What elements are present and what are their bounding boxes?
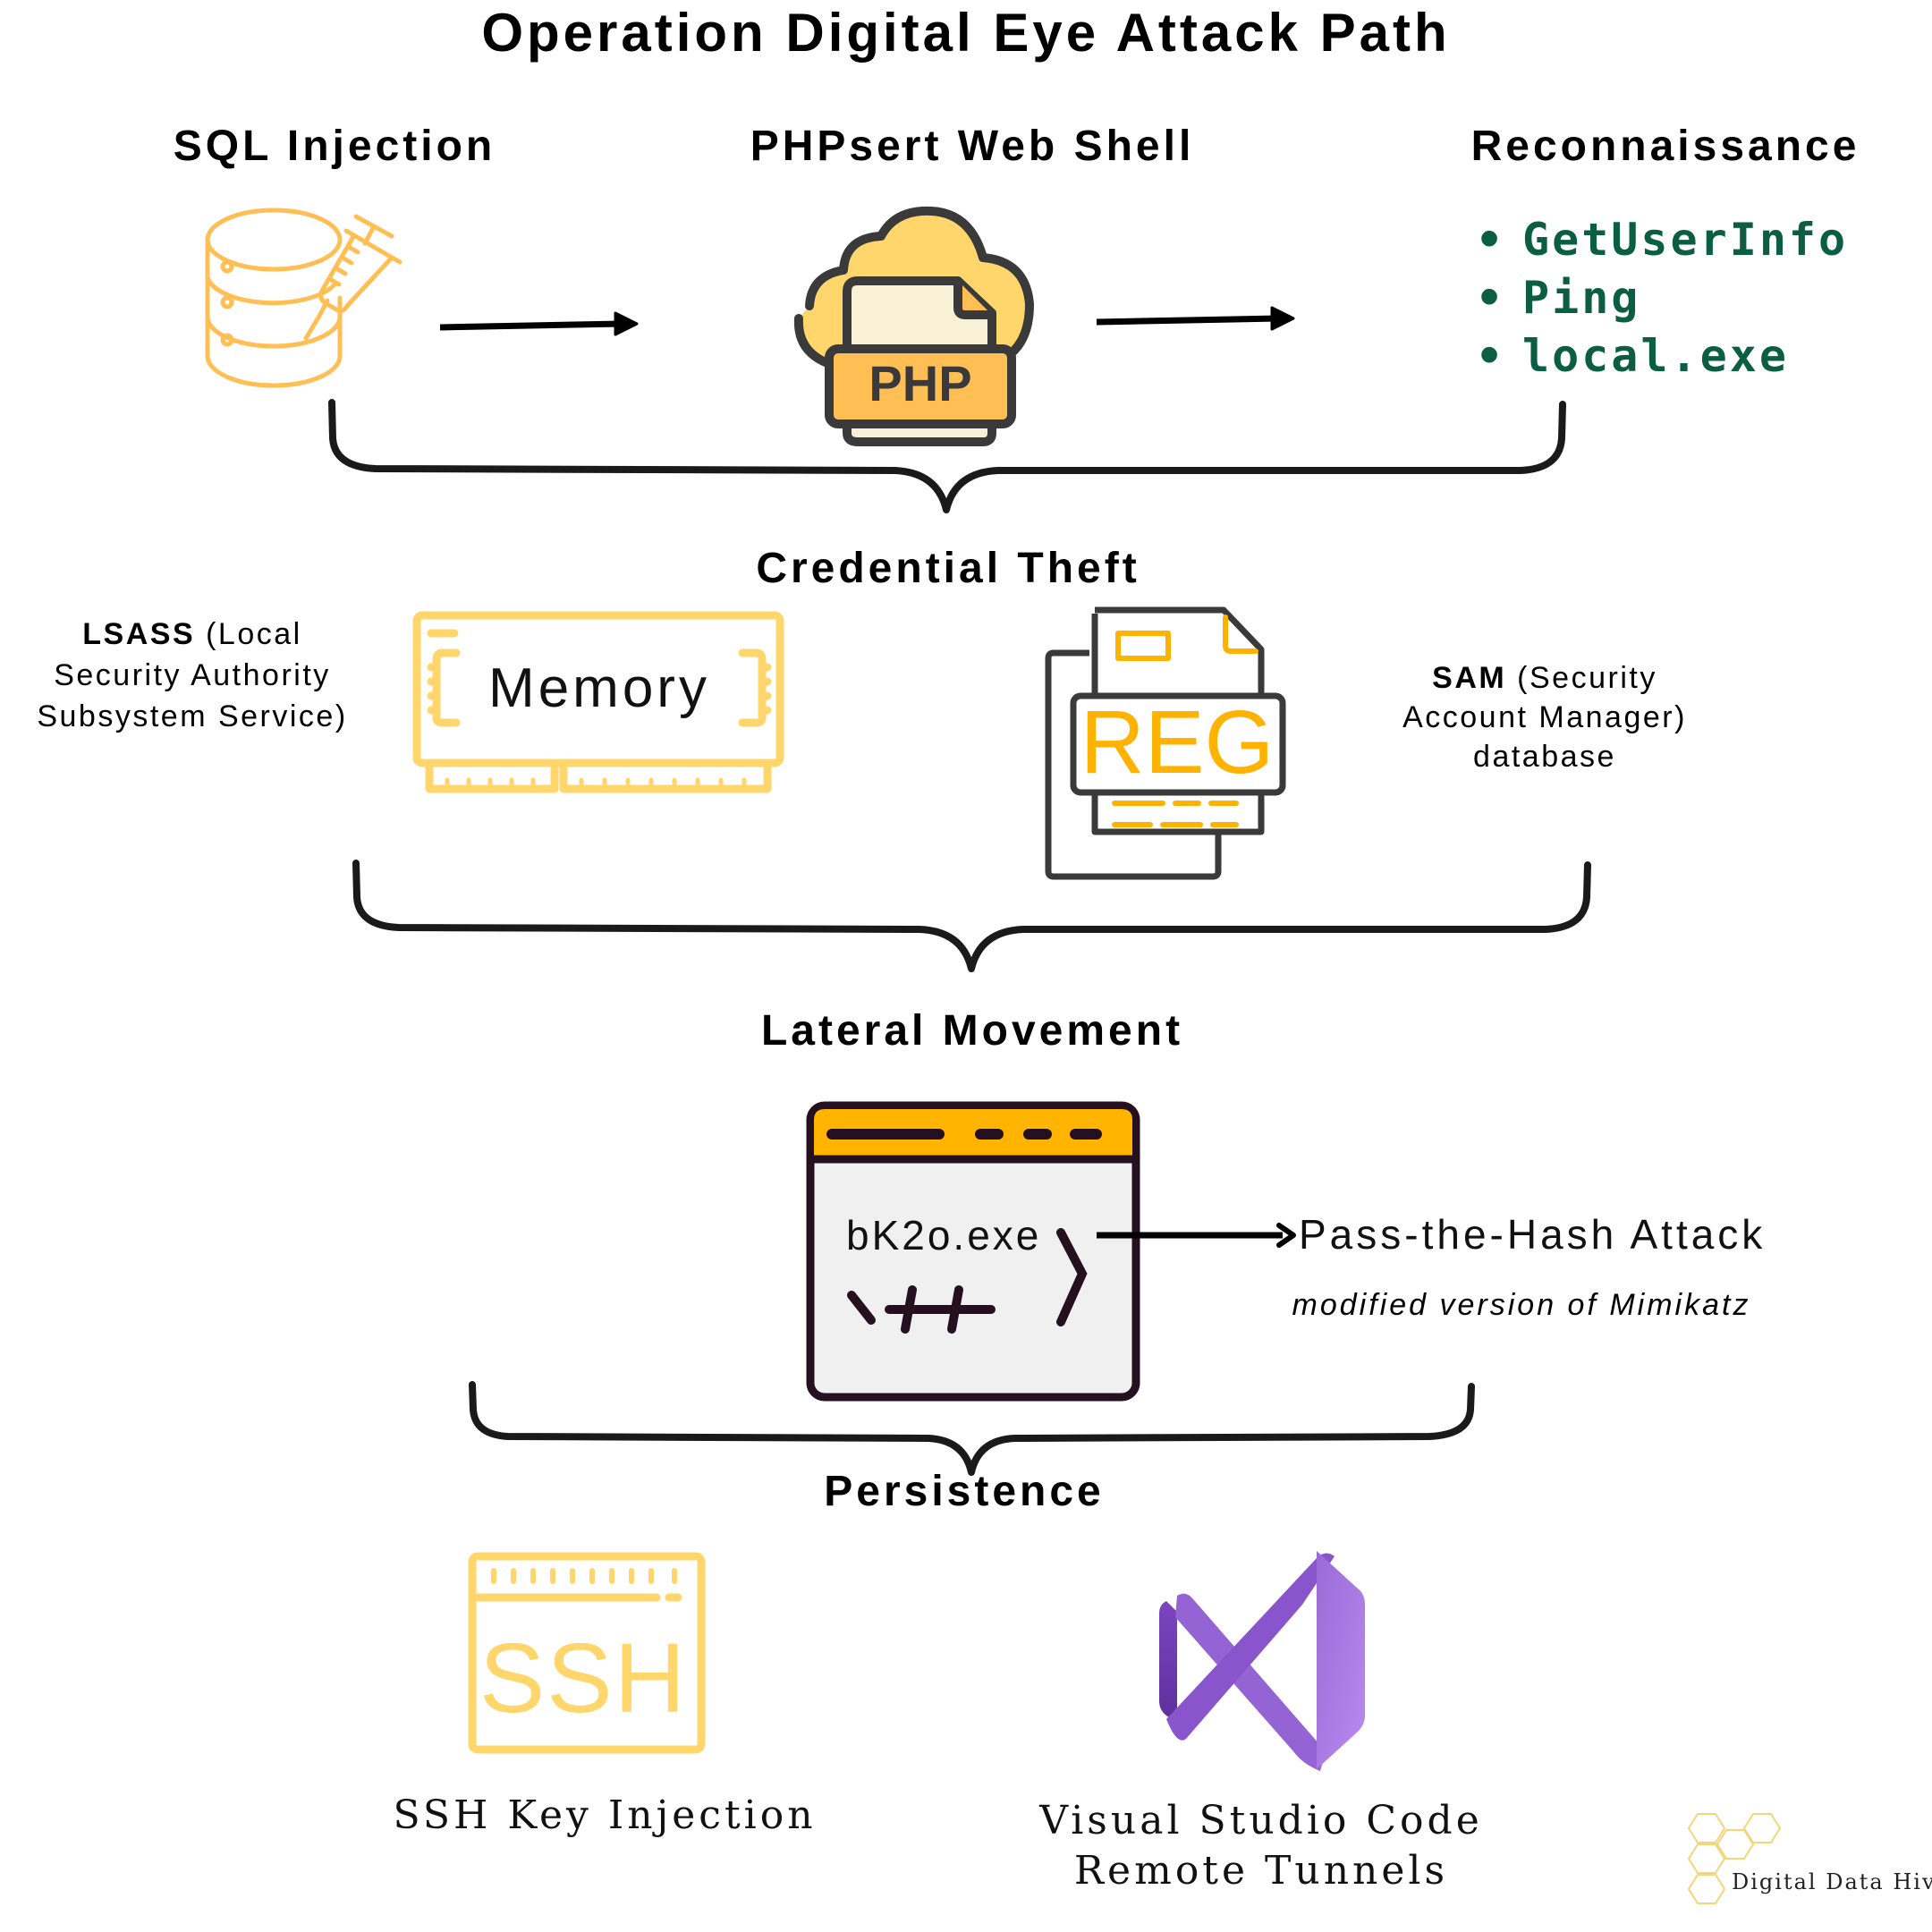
list-item: • GetUserInfo — [1476, 211, 1848, 269]
hive-logo-icon — [1687, 1813, 1782, 1904]
sam-desc-line2: Account Manager) — [1402, 700, 1687, 734]
lsass-desc-line1: (Local — [195, 617, 302, 651]
mimikatz-note: modified version of Mimikatz — [1292, 1288, 1751, 1322]
terminal-window-icon — [806, 1101, 1140, 1402]
lsass-acronym: LSASS — [82, 617, 196, 651]
vscode-remote-tunnels-label: Visual Studio Code Remote Tunnels — [1039, 1796, 1483, 1896]
sam-desc-line3: database — [1473, 740, 1616, 774]
visual-studio-icon — [1159, 1551, 1365, 1771]
curly-brace-icon — [469, 1381, 1475, 1476]
flow-arrow-icon — [1096, 306, 1295, 331]
memory-icon-label: Memory — [488, 657, 710, 719]
executable-name: bK2o.exe — [846, 1212, 1042, 1258]
lsass-desc-line3: Subsystem Service) — [37, 699, 348, 733]
recon-item-local-exe: local.exe — [1522, 330, 1789, 382]
lsass-desc-line2: Security Authority — [54, 658, 331, 692]
list-item: • local.exe — [1476, 327, 1848, 386]
sam-acronym: SAM — [1432, 661, 1507, 695]
stage-reconnaissance-title: Reconnaissance — [1470, 123, 1860, 170]
reg-icon-label: REG — [1080, 692, 1275, 792]
bullet-icon: • — [1476, 272, 1506, 324]
recon-item-ping: Ping — [1522, 272, 1641, 324]
registry-file-icon: REG — [1045, 606, 1286, 880]
recon-item-getuserinfo: GetUserInfo — [1522, 214, 1849, 266]
ssh-icon-label: SSH — [479, 1623, 687, 1733]
flow-arrow-icon — [439, 311, 639, 336]
vscode-label-line1: Visual Studio Code — [1039, 1798, 1483, 1843]
vscode-label-line2: Remote Tunnels — [1073, 1848, 1449, 1894]
bullet-icon: • — [1476, 214, 1506, 266]
stage-sql-injection-title: SQL Injection — [173, 123, 496, 170]
sam-desc-line1: (Security — [1506, 661, 1657, 695]
curly-brace-icon — [352, 860, 1591, 972]
list-item: • Ping — [1476, 269, 1848, 327]
stage-lateral-movement-title: Lateral Movement — [760, 1007, 1184, 1055]
bullet-icon: • — [1476, 330, 1506, 382]
sam-description: SAM (Security Account Manager) database — [1402, 658, 1687, 776]
diagram-title: Operation Digital Eye Attack Path — [481, 3, 1451, 63]
lsass-description: LSASS (Local Security Authority Subsyste… — [37, 614, 347, 737]
stage-persistence-title: Persistence — [824, 1468, 1105, 1515]
brand-logo-text: Digital Data Hive — [1732, 1869, 1932, 1894]
curly-brace-icon — [328, 399, 1566, 513]
ssh-key-injection-label: SSH Key Injection — [393, 1792, 817, 1838]
pass-the-hash-label: Pass-the-Hash Attack — [1299, 1211, 1767, 1258]
reconnaissance-list: • GetUserInfo • Ping • local.exe — [1476, 211, 1848, 386]
stage-credential-theft-title: Credential Theft — [756, 545, 1140, 592]
ssh-terminal-icon: SSH — [468, 1552, 706, 1754]
php-cloud-file-icon: PHP — [793, 206, 1034, 446]
php-icon-label: PHP — [869, 355, 971, 411]
flow-arrow-icon — [1097, 1223, 1296, 1248]
database-syringe-icon — [205, 208, 402, 388]
stage-web-shell-title: PHPsert Web Shell — [750, 123, 1195, 170]
memory-chip-icon: Memory — [412, 611, 784, 793]
